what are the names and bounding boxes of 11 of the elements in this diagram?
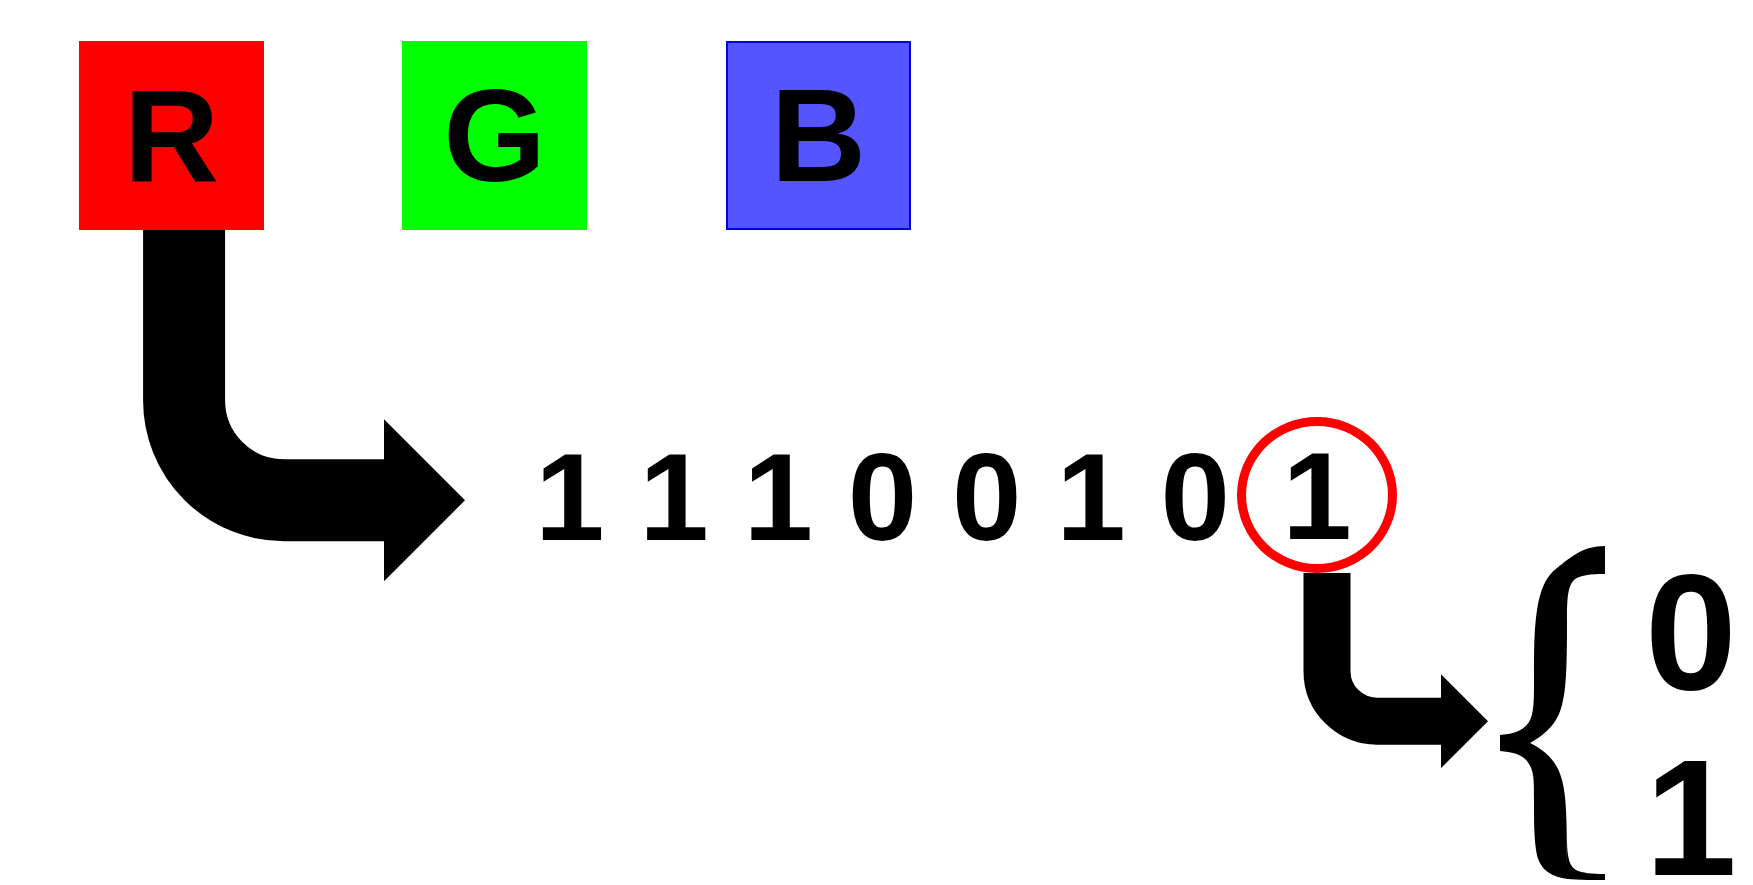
channel-letter: B	[770, 69, 867, 202]
binary-digits: 1 1 1 0 0 1 0	[535, 434, 1230, 559]
color-tile	[402, 41, 587, 230]
channel-letter: G	[443, 69, 546, 202]
color-tile	[79, 41, 264, 230]
bit-value: 1	[1645, 736, 1737, 885]
channel-letter: R	[123, 69, 220, 202]
bit-value: 0	[1645, 550, 1737, 715]
highlight-circle	[1237, 417, 1397, 573]
binary-digit: 1	[1282, 432, 1352, 558]
color-tile	[726, 41, 911, 230]
